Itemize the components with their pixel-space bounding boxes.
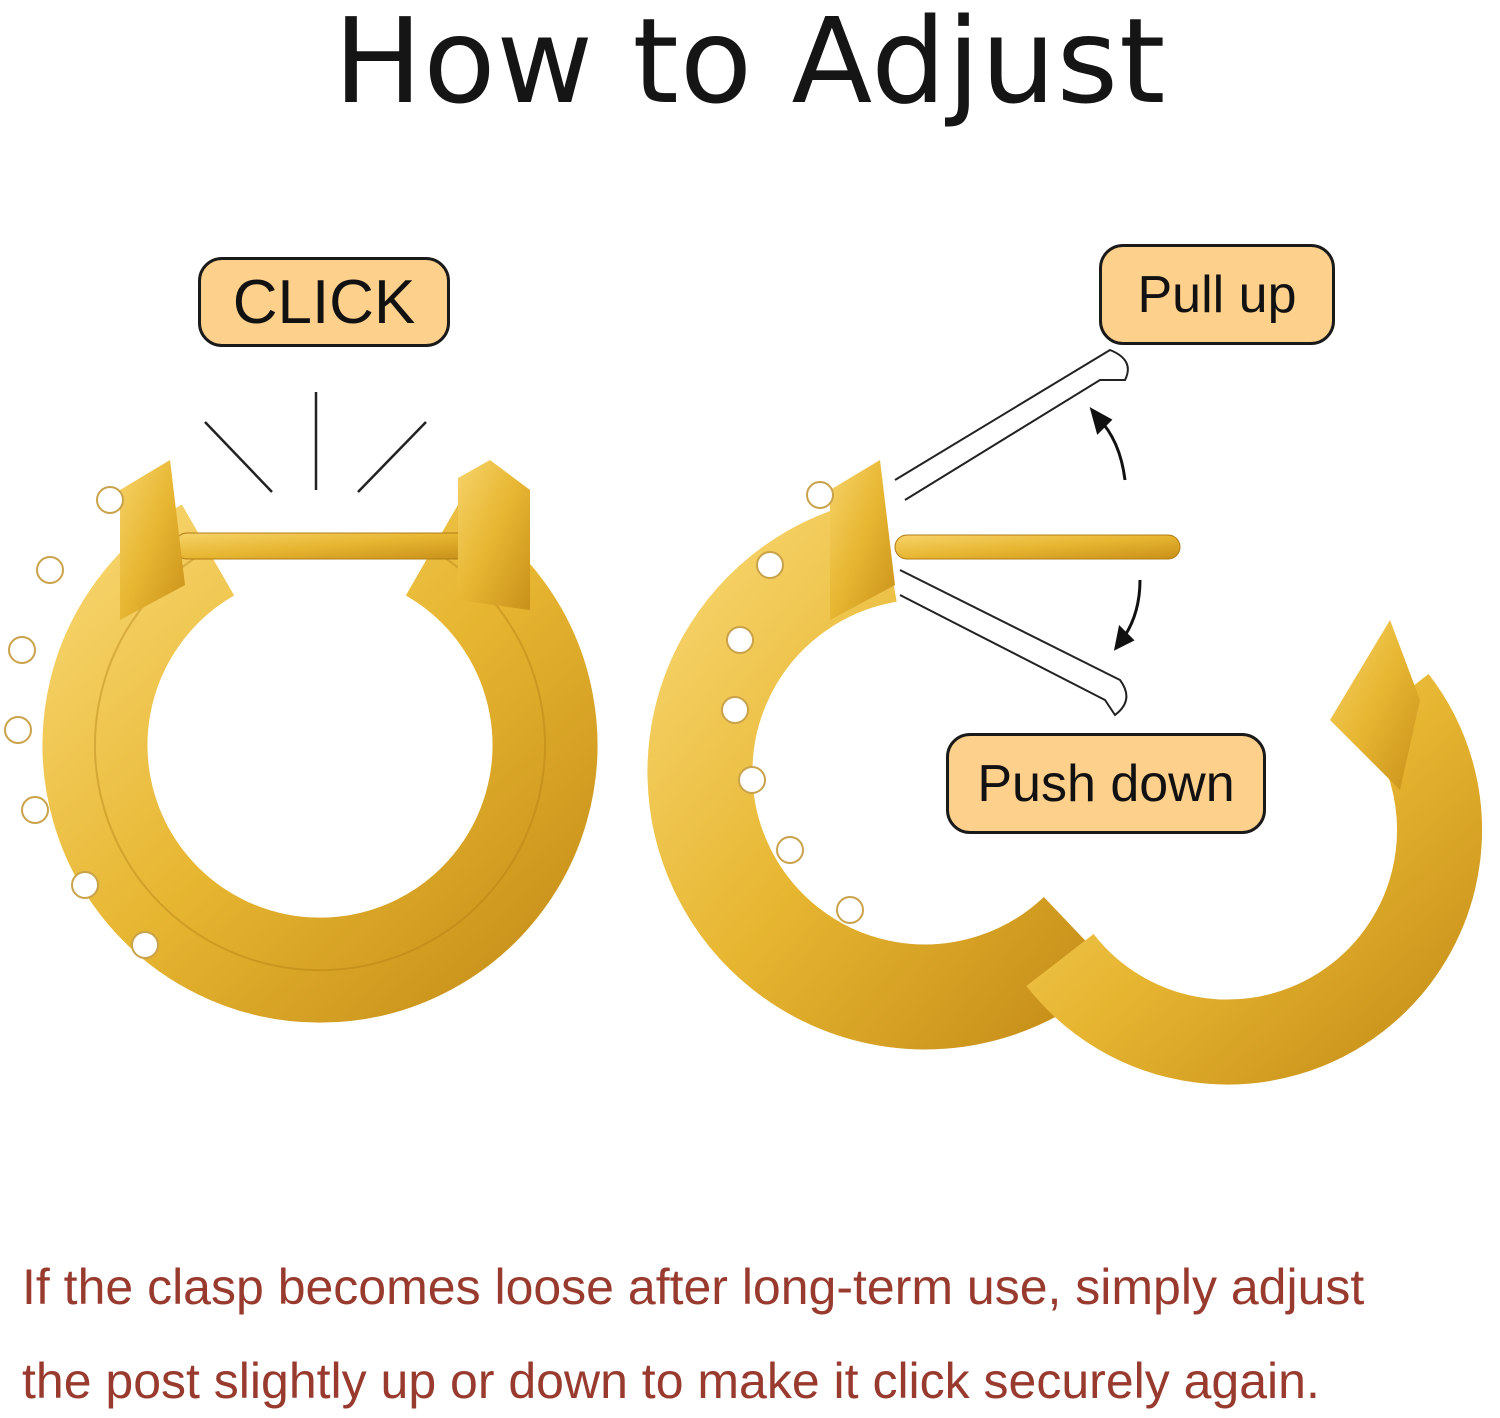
click-label: CLICK — [198, 257, 450, 347]
open-earring — [647, 348, 1482, 1085]
direction-arrows — [1089, 406, 1142, 651]
stones — [4, 486, 159, 959]
instruction-line-2: the post slightly up or down to make it … — [22, 1353, 1320, 1409]
closed-earring — [4, 460, 598, 1023]
stones — [721, 481, 864, 924]
click-sound-lines — [204, 392, 427, 493]
push-down-label: Push down — [946, 733, 1266, 834]
page-title: How to Adjust — [333, 0, 1167, 130]
instruction-line-1: If the clasp becomes loose after long-te… — [22, 1259, 1365, 1315]
pull-up-label: Pull up — [1099, 244, 1335, 345]
post-outlines — [894, 348, 1129, 717]
